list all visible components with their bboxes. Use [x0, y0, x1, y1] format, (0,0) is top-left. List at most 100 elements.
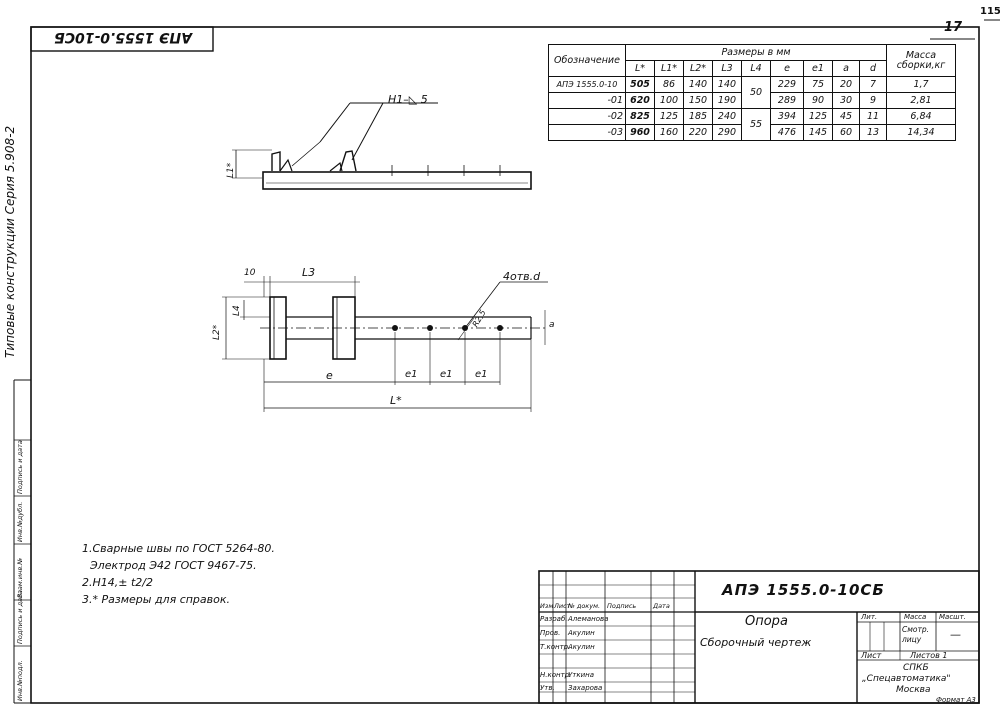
table-cell: 394 — [770, 108, 804, 125]
note-2: 2.Н14,± t2/2 — [82, 576, 153, 589]
table-cell: 150 — [683, 92, 713, 109]
title-sheets-label: Листов 1 — [910, 651, 948, 660]
strip-label-signature-2: Подпись и дата — [16, 440, 24, 494]
table-cell: -01 — [548, 92, 626, 109]
title-doc-type: Сборочный чертеж — [700, 636, 812, 649]
table-cell: 290 — [712, 124, 742, 141]
note-1: 1.Сварные швы по ГОСТ 5264-80. — [82, 542, 275, 555]
table-cell: 185 — [683, 108, 713, 125]
sig-role: Утв. — [540, 684, 555, 692]
table-row: -02 825 125 185 240 55 394 125 45 11 6,8… — [548, 108, 956, 141]
note-3: 3.* Размеры для справок. — [82, 593, 231, 606]
table-cell-l4: 55 — [741, 108, 771, 141]
sig-name: Акулин — [568, 629, 595, 637]
table-cell: 505 — [625, 76, 655, 93]
strip-label-vzam-inv: Взам.инв.№ — [16, 558, 24, 598]
table-cell: 7 — [859, 76, 887, 93]
table-cell: 960 — [625, 124, 655, 141]
dimensions-table: Обозначение Размеры в мм Масса сборки,кг… — [548, 44, 956, 141]
table-cell: 125 — [803, 108, 833, 125]
sig-name: Акулин — [568, 643, 595, 651]
title-code: АПЭ 1555.0-10СБ — [722, 581, 885, 599]
note-1-electrode: Электрод Э42 ГОСТ 9467-75. — [90, 559, 257, 572]
col-header: L* — [625, 60, 655, 77]
table-cell: -03 — [548, 124, 626, 141]
title-org-2: „Спецавтоматика" — [862, 674, 951, 684]
title-name: Опора — [745, 614, 788, 629]
dim-l2: L2* — [212, 324, 222, 340]
sig-role: Н.контр. — [540, 671, 572, 679]
title-scale-label: Масшт. — [939, 613, 966, 621]
dim-a: a — [549, 320, 555, 330]
sig-name: Уткина — [568, 671, 594, 679]
title-org-1: СПКБ — [903, 663, 929, 673]
col-header: a — [832, 60, 860, 77]
dim-e1-c: e1 — [475, 369, 488, 380]
dim-l1: L1* — [226, 162, 236, 178]
col-header: e1 — [803, 60, 833, 77]
table-cell: 86 — [654, 76, 684, 93]
table-cell: 20 — [832, 76, 860, 93]
dim-e1-a: e1 — [405, 369, 418, 380]
col-dims-header: Размеры в мм — [625, 44, 887, 61]
table-cell: 825 — [625, 108, 655, 125]
dim-l-total: L* — [390, 394, 402, 407]
series-label: Типовые конструкции Серия 5.908-2 — [3, 125, 17, 358]
title-mass-value: Смотр. лицу — [902, 625, 929, 644]
col-header: L4 — [741, 60, 771, 77]
table-cell: 220 — [683, 124, 713, 141]
table-cell: 140 — [712, 76, 742, 93]
dim-l3: L3 — [302, 266, 316, 279]
table-row: АПЭ 1555.0-10 505 86 140 140 50 229 75 2… — [548, 76, 956, 109]
table-row: -01 620 100 150 190 289 90 30 9 2,81 — [548, 92, 956, 109]
title-org-3: Москва — [896, 685, 931, 695]
sig-header-signature: Подпись — [607, 602, 637, 610]
col-header: L1* — [654, 60, 684, 77]
table-row: -03 960 160 220 290 476 145 60 13 14,34 — [548, 124, 956, 141]
title-mass-label: Масса — [904, 613, 927, 621]
table-cell: 140 — [683, 76, 713, 93]
table-cell: 125 — [654, 108, 684, 125]
table-cell: 60 — [832, 124, 860, 141]
sig-header-date: Дата — [653, 602, 670, 610]
table-cell: 229 — [770, 76, 804, 93]
table-cell: 289 — [770, 92, 804, 109]
dim-10: 10 — [244, 268, 256, 278]
table-cell: 100 — [654, 92, 684, 109]
label-holes: 4отв.d — [503, 270, 541, 283]
table-cell: -02 — [548, 108, 626, 125]
strip-label-signature-1: Подпись и дата — [16, 590, 24, 644]
table-cell: 13 — [859, 124, 887, 141]
table-cell: 6,84 — [886, 108, 956, 125]
sig-name: Алеманова — [568, 615, 609, 623]
title-format: Формат А3 — [936, 696, 976, 704]
sig-header-list: Лист — [554, 602, 571, 610]
title-scale-value: — — [950, 628, 961, 641]
sig-role: Пров. — [540, 629, 561, 637]
sig-header-doc: № докум. — [568, 602, 601, 610]
sig-name: Захарова — [568, 684, 603, 692]
col-header: L3 — [712, 60, 742, 77]
sig-header-izm: Изм — [540, 602, 554, 610]
dim-l4: L4 — [232, 305, 242, 316]
col-header: e — [770, 60, 804, 77]
page-number: 115 — [980, 6, 1000, 17]
sheet-corner-number: 17 — [944, 20, 963, 35]
table-cell: 240 — [712, 108, 742, 125]
table-cell: 11 — [859, 108, 887, 125]
sig-role: Разраб. — [540, 615, 568, 623]
table-cell: 90 — [803, 92, 833, 109]
table-cell: 45 — [832, 108, 860, 125]
table-cell: 1,7 — [886, 76, 956, 93]
table-cell: 476 — [770, 124, 804, 141]
table-cell: 14,34 — [886, 124, 956, 141]
table-cell: 190 — [712, 92, 742, 109]
strip-label-inv-dubl: Инв.№дубл. — [16, 501, 24, 542]
table-cell: 2,81 — [886, 92, 956, 109]
col-header: L2* — [683, 60, 713, 77]
weld-symbol: Н1–◺ 5 — [388, 93, 428, 106]
table-cell: 9 — [859, 92, 887, 109]
col-mass-header: Масса сборки,кг — [886, 44, 956, 77]
